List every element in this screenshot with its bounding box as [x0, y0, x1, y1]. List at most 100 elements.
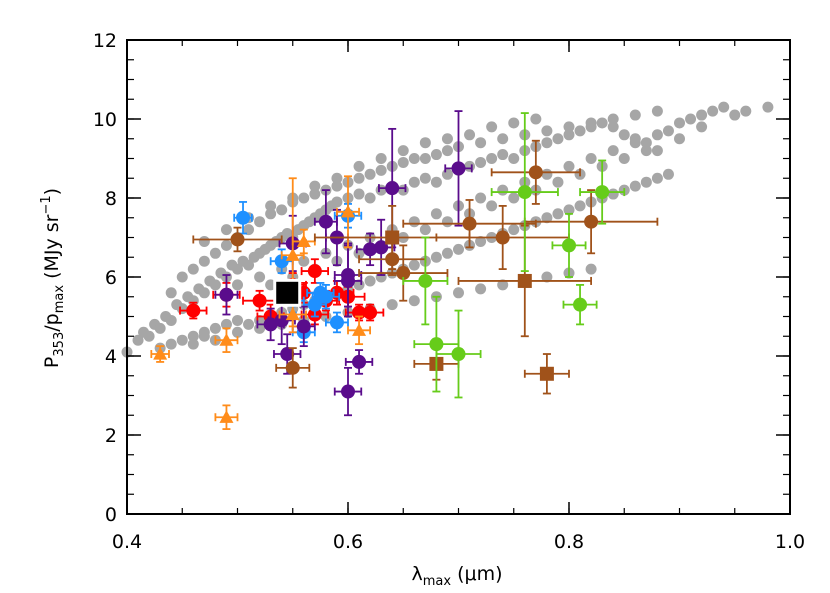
data-point	[331, 196, 343, 208]
data-point	[408, 216, 420, 228]
data-point	[318, 214, 333, 229]
data-point	[209, 279, 221, 291]
data-point	[607, 145, 619, 157]
data-point	[430, 176, 442, 188]
data-point	[429, 337, 444, 352]
data-point	[154, 322, 166, 334]
data-point-square	[385, 230, 400, 245]
x-tick-label: 0.6	[333, 531, 363, 553]
axis-ticks	[126, 39, 791, 515]
data-point	[662, 168, 674, 180]
data-point	[385, 181, 400, 196]
y-tick-label: 4	[105, 346, 117, 368]
data-point	[475, 283, 487, 295]
data-point	[517, 185, 532, 200]
data-point	[585, 263, 597, 275]
data-point	[165, 287, 177, 299]
data-point	[662, 125, 674, 137]
data-point	[453, 287, 464, 299]
y-tick-label: 10	[93, 109, 117, 131]
data-point	[651, 105, 663, 117]
data-point	[265, 208, 277, 220]
data-point	[243, 224, 255, 236]
data-point	[573, 297, 588, 312]
data-point	[585, 153, 597, 164]
data-point	[220, 318, 232, 330]
data-point	[528, 165, 543, 180]
data-point	[651, 172, 663, 184]
data-point	[230, 232, 245, 247]
data-point	[451, 161, 466, 176]
data-point	[386, 299, 398, 311]
data-point	[729, 109, 741, 121]
y-label-sub2: max	[52, 285, 67, 314]
data-point	[329, 315, 344, 330]
data-point	[296, 319, 311, 334]
data-point	[718, 101, 730, 113]
data-point-triangle	[285, 307, 300, 321]
data-point	[220, 239, 232, 251]
data-point	[198, 235, 210, 247]
data-point	[541, 271, 553, 283]
data-point	[651, 145, 663, 157]
data-point	[740, 105, 752, 117]
data-point	[640, 137, 652, 149]
y-tick-label: 0	[105, 504, 117, 526]
data-point	[331, 180, 343, 192]
data-point	[464, 160, 476, 172]
data-point	[674, 117, 685, 129]
brown-circle-series	[192, 139, 659, 389]
data-point	[209, 322, 221, 334]
data-point	[651, 129, 663, 141]
data-point-square	[517, 273, 532, 288]
data-point	[408, 295, 420, 307]
data-point	[331, 172, 343, 184]
data-point	[441, 133, 453, 145]
data-point	[552, 176, 564, 188]
data-point	[574, 125, 586, 137]
data-point	[629, 109, 641, 121]
x-label-unit: m)	[477, 563, 503, 585]
data-point	[674, 133, 685, 145]
data-point	[441, 168, 453, 180]
x-label-main: λ	[411, 563, 422, 585]
data-point	[762, 101, 774, 113]
data-point	[408, 153, 420, 164]
data-point	[307, 297, 322, 312]
data-point-square	[539, 366, 554, 381]
y-label-p: P	[41, 357, 63, 368]
data-point	[198, 255, 210, 267]
data-point	[453, 243, 464, 255]
data-point	[696, 121, 708, 133]
data-point	[508, 117, 520, 129]
data-point	[187, 338, 199, 350]
data-point	[232, 314, 243, 326]
data-point	[209, 247, 221, 259]
data-point	[232, 326, 243, 338]
data-point	[497, 133, 509, 145]
data-point	[397, 184, 409, 196]
data-point	[352, 354, 367, 369]
data-point	[143, 330, 155, 342]
data-point	[375, 184, 387, 196]
data-point	[629, 180, 641, 192]
data-point	[640, 145, 652, 157]
data-point	[574, 200, 586, 212]
data-point	[475, 156, 487, 168]
y-label-rest: (MJy sr	[41, 214, 63, 285]
data-point	[280, 347, 295, 362]
data-point	[486, 121, 498, 133]
data-point	[475, 137, 487, 149]
data-point	[595, 185, 610, 200]
data-point	[552, 208, 564, 220]
data-point	[243, 259, 255, 271]
data-point	[274, 254, 289, 269]
y-tick-label: 2	[105, 425, 117, 447]
data-point	[618, 153, 630, 164]
y-label-slash: /p	[41, 313, 63, 331]
data-point	[307, 264, 322, 279]
data-point	[353, 172, 365, 184]
data-point-triangle	[153, 347, 168, 360]
data-point	[629, 137, 641, 149]
